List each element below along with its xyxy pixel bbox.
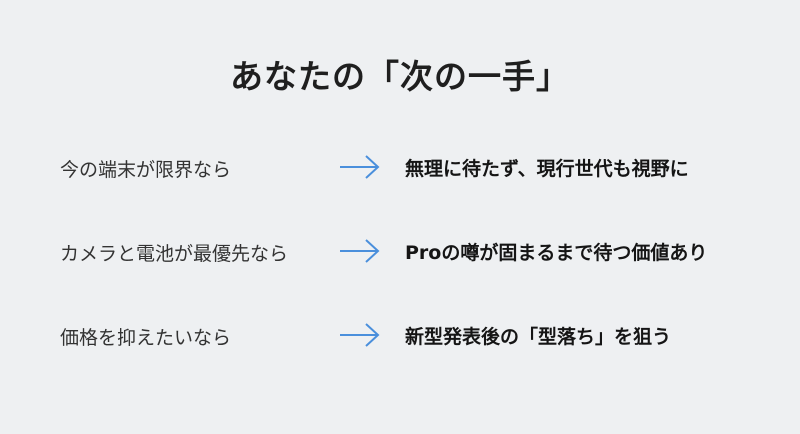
arrow-right-icon: [340, 323, 380, 347]
slide-title: あなたの「次の一手」: [230, 57, 570, 96]
action-text: 新型発表後の「型落ち」を狙う: [405, 326, 672, 348]
condition-text: 今の端末が限界なら: [60, 159, 232, 181]
recommendation-row: 今の端末が限界なら 無理に待たず、現行世代も視野に: [0, 147, 800, 187]
arrow-right-icon: [340, 155, 380, 179]
condition-text: カメラと電池が最優先なら: [60, 243, 289, 265]
action-text: 無理に待たず、現行世代も視野に: [405, 158, 689, 180]
arrow-right-icon: [340, 239, 380, 263]
recommendation-row: カメラと電池が最優先なら Proの噂が固まるまで待つ価値あり: [0, 231, 800, 271]
action-text: Proの噂が固まるまで待つ価値あり: [405, 242, 708, 264]
recommendation-row: 価格を抑えたいなら 新型発表後の「型落ち」を狙う: [0, 315, 800, 355]
condition-text: 価格を抑えたいなら: [60, 327, 232, 349]
